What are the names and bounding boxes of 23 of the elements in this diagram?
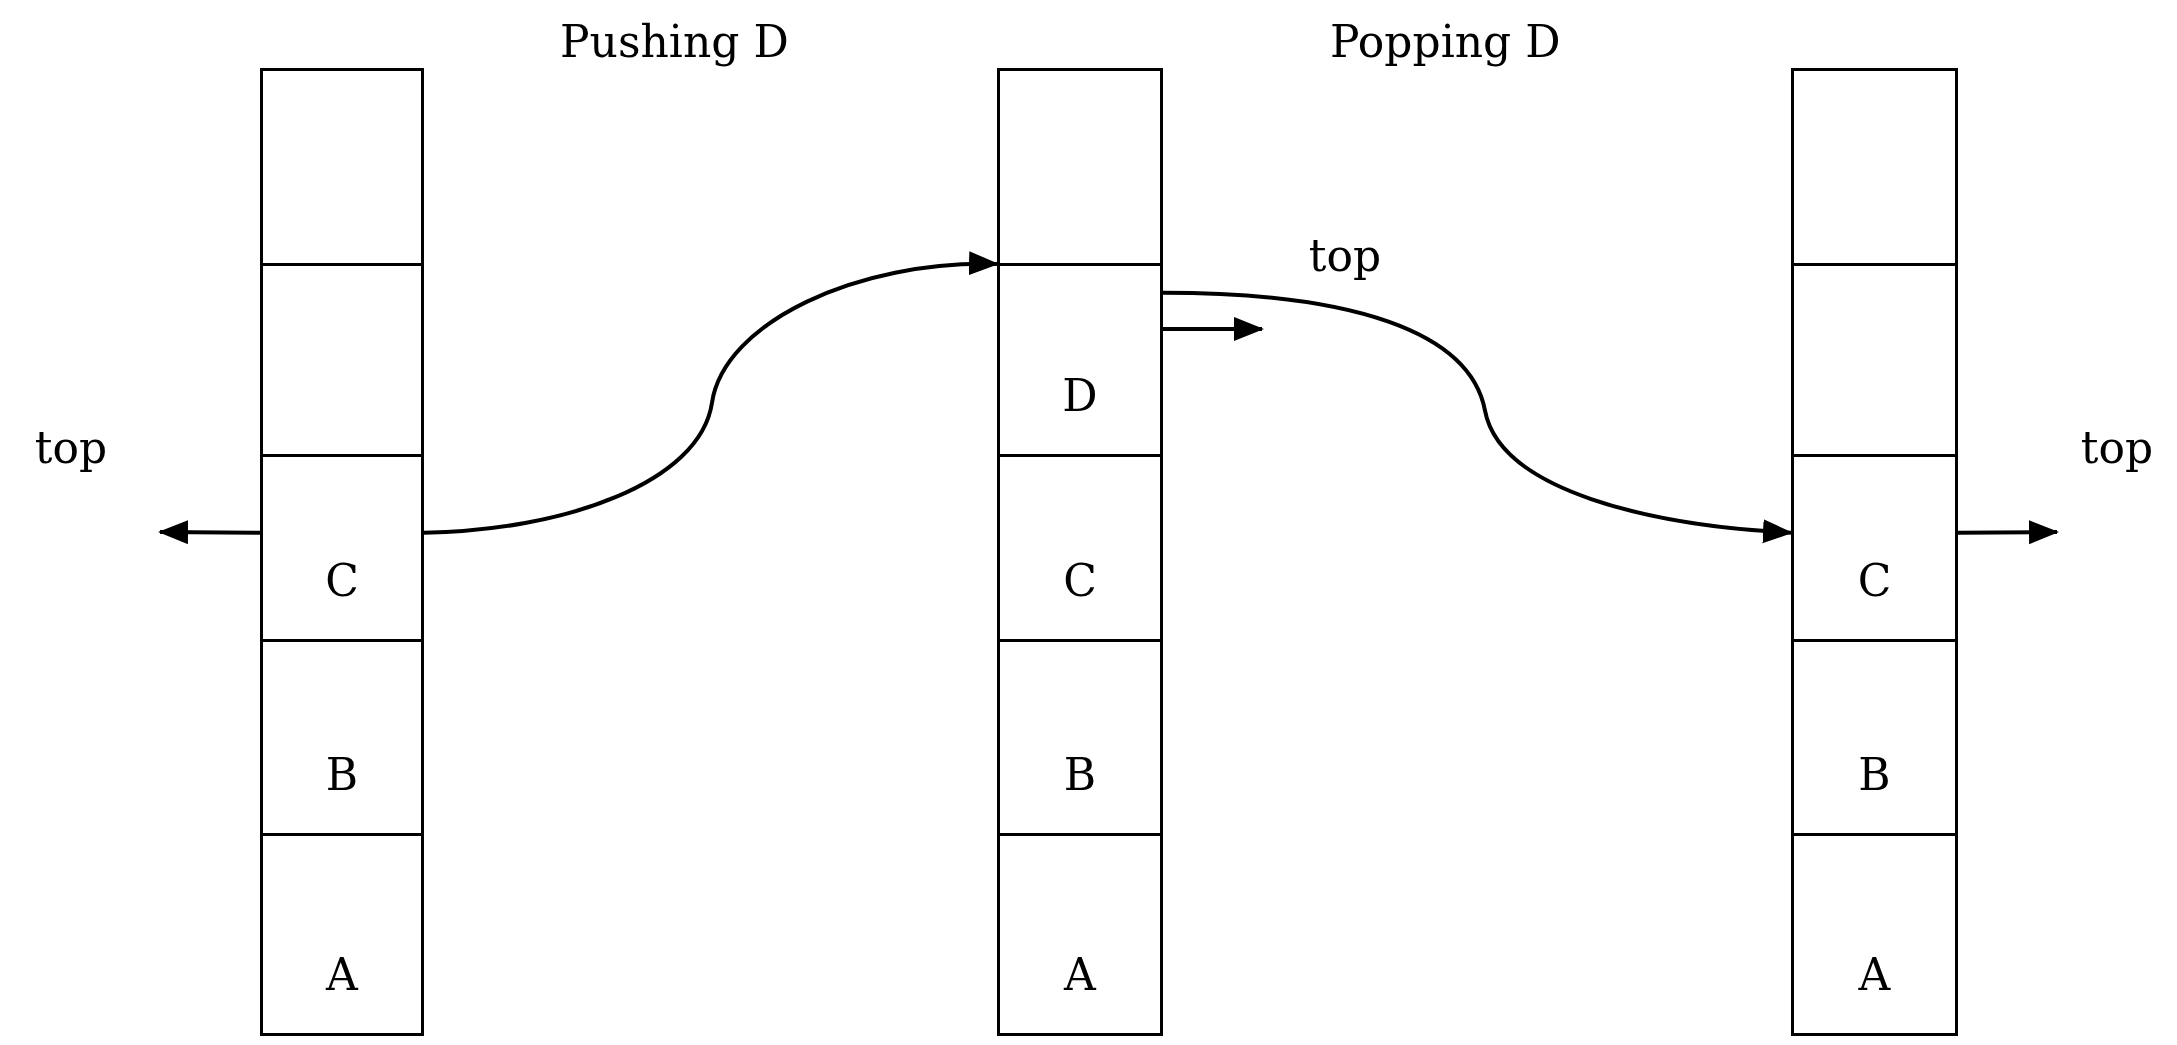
stack-item-label: A <box>1858 952 1891 997</box>
stack-item-label: C <box>1857 558 1892 603</box>
arrow <box>423 252 999 535</box>
pointer-label: top <box>34 422 108 473</box>
pointer-label: top <box>2080 422 2154 473</box>
stack-item-label: B <box>1858 752 1891 797</box>
arrow <box>158 520 260 545</box>
stack-item-label: A <box>1064 952 1096 997</box>
arrow <box>1163 317 1264 341</box>
stack-item-label: C <box>1063 558 1097 603</box>
arrow <box>1162 290 1793 543</box>
arrow <box>1958 520 2059 545</box>
stack-cell <box>1791 67 1958 266</box>
pointer-label: top <box>1308 230 1382 281</box>
stack-cell <box>260 67 424 266</box>
operation-label: Pushing D <box>560 16 789 67</box>
stack-item-label: B <box>1063 752 1097 797</box>
stack-item-label: D <box>1062 373 1098 418</box>
stack-item-label: B <box>325 752 359 797</box>
operation-label: Popping D <box>1330 16 1561 67</box>
stack-item-label: A <box>326 952 358 997</box>
stack-cell <box>997 67 1163 266</box>
stack-item-label: C <box>325 558 359 603</box>
